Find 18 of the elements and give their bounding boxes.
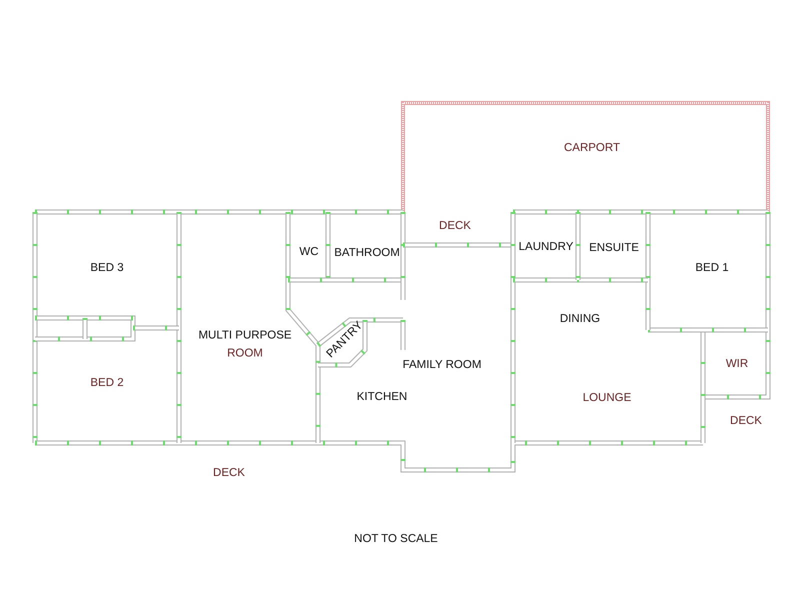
room-label: KITCHEN [356,390,408,405]
note-text: NOT TO SCALE [354,532,438,547]
room-label: WC [299,244,319,260]
room-label: BATHROOM [334,246,400,261]
room-label: DECK [439,218,471,234]
room-label: DECK [213,466,245,481]
room-label: CARPORT [564,140,620,156]
room-label: WIR [726,356,748,372]
room-label: DINING [560,312,600,327]
room-label: LAUNDRY [518,240,574,255]
room-label: BED 3 [90,260,124,276]
room-label: BED 1 [695,260,729,276]
room-label: MULTI PURPOSE ROOM [198,328,292,362]
room-label: FAMILY ROOM [402,358,482,373]
room-label: BED 2 [90,376,124,391]
room-label: DECK [730,414,762,429]
room-label: LOUNGE [582,390,632,406]
room-label: ENSUITE [589,240,639,256]
